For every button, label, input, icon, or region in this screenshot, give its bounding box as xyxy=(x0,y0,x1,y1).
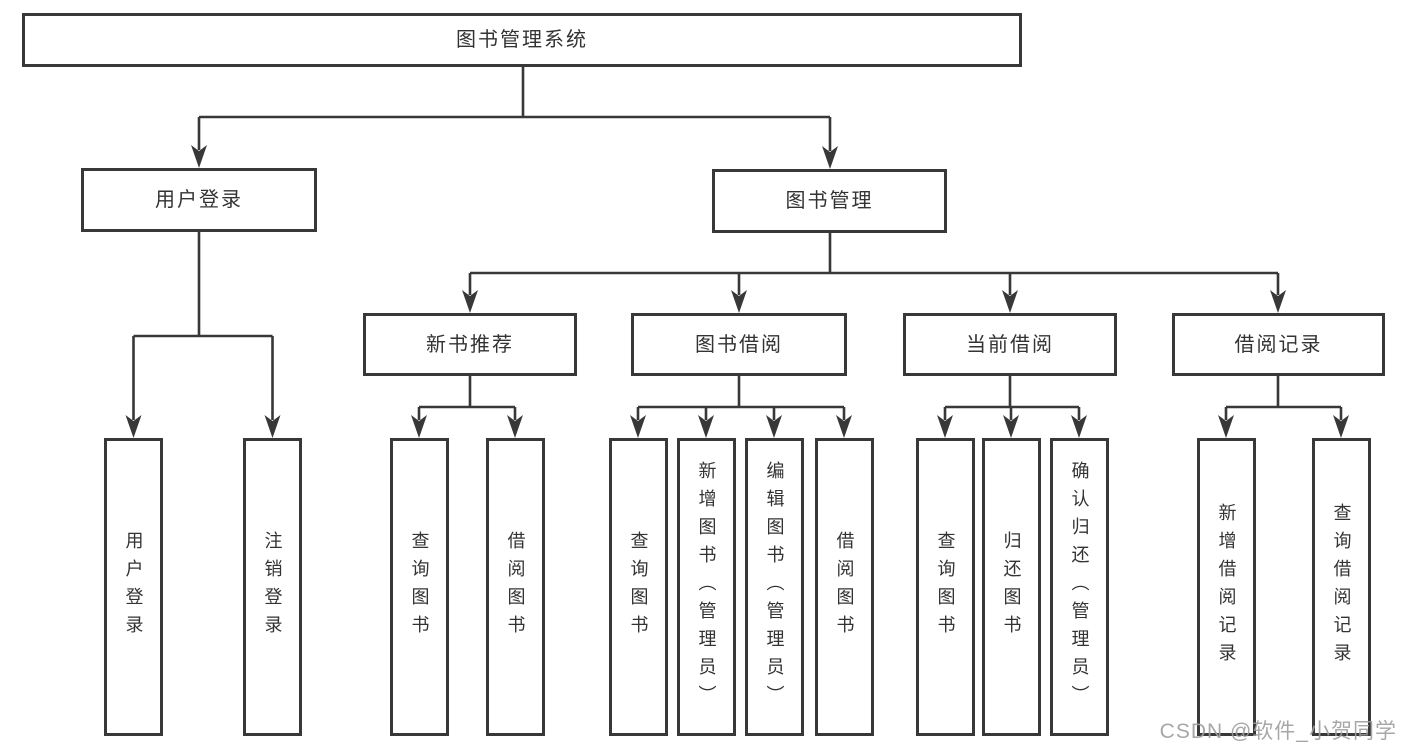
leaf-bb-borrow-books-label: 借阅图书 xyxy=(834,531,855,643)
node-current-borrowing-label: 当前借阅 xyxy=(966,333,1054,356)
node-current-borrowing: 当前借阅 xyxy=(903,313,1117,376)
leaf-bb-add-books-admin: 新增图书（管理员） xyxy=(677,438,736,736)
node-root: 图书管理系统 xyxy=(22,13,1022,67)
node-book-management: 图书管理 xyxy=(712,169,947,233)
leaf-cb-query-books-label: 查询图书 xyxy=(935,531,956,643)
leaf-nb-borrow-books: 借阅图书 xyxy=(486,438,545,736)
node-root-label: 图书管理系统 xyxy=(456,29,588,51)
leaf-bb-edit-books-admin: 编辑图书（管理员） xyxy=(745,438,804,736)
leaf-bb-borrow-books: 借阅图书 xyxy=(815,438,874,736)
leaf-cb-confirm-return-admin-label: 确认归还（管理员） xyxy=(1069,461,1090,713)
leaf-logout-login: 注销登录 xyxy=(243,438,302,736)
node-user-login: 用户登录 xyxy=(81,168,317,232)
leaf-logout-login-label: 注销登录 xyxy=(262,531,283,643)
leaf-nb-query-books: 查询图书 xyxy=(390,438,449,736)
node-book-management-label: 图书管理 xyxy=(785,190,874,212)
leaf-user-login: 用户登录 xyxy=(104,438,163,736)
leaf-br-query-record-label: 查询借阅记录 xyxy=(1331,503,1352,671)
node-book-borrowing: 图书借阅 xyxy=(631,313,847,376)
leaf-cb-return-books: 归还图书 xyxy=(982,438,1041,736)
leaf-br-query-record: 查询借阅记录 xyxy=(1312,438,1371,736)
node-borrowing-records-label: 借阅记录 xyxy=(1234,333,1323,356)
node-new-book-recommend: 新书推荐 xyxy=(363,313,577,376)
leaf-cb-query-books: 查询图书 xyxy=(916,438,975,736)
node-book-borrowing-label: 图书借阅 xyxy=(695,333,783,356)
leaf-nb-query-books-label: 查询图书 xyxy=(409,531,430,643)
leaf-nb-borrow-books-label: 借阅图书 xyxy=(505,531,526,643)
leaf-bb-query-books: 查询图书 xyxy=(609,438,668,736)
node-user-login-label: 用户登录 xyxy=(155,189,243,211)
leaf-bb-query-books-label: 查询图书 xyxy=(628,531,649,643)
leaf-bb-add-books-admin-label: 新增图书（管理员） xyxy=(696,461,717,713)
node-borrowing-records: 借阅记录 xyxy=(1172,313,1385,376)
leaf-cb-return-books-label: 归还图书 xyxy=(1001,531,1022,643)
watermark: CSDN @软件_小贺同学 xyxy=(1159,720,1397,743)
leaf-bb-edit-books-admin-label: 编辑图书（管理员） xyxy=(764,461,785,713)
leaf-br-add-record-label: 新增借阅记录 xyxy=(1216,503,1237,671)
leaf-cb-confirm-return-admin: 确认归还（管理员） xyxy=(1050,438,1109,736)
leaf-user-login-label: 用户登录 xyxy=(123,531,144,643)
node-new-book-recommend-label: 新书推荐 xyxy=(426,333,514,356)
leaf-br-add-record: 新增借阅记录 xyxy=(1197,438,1256,736)
